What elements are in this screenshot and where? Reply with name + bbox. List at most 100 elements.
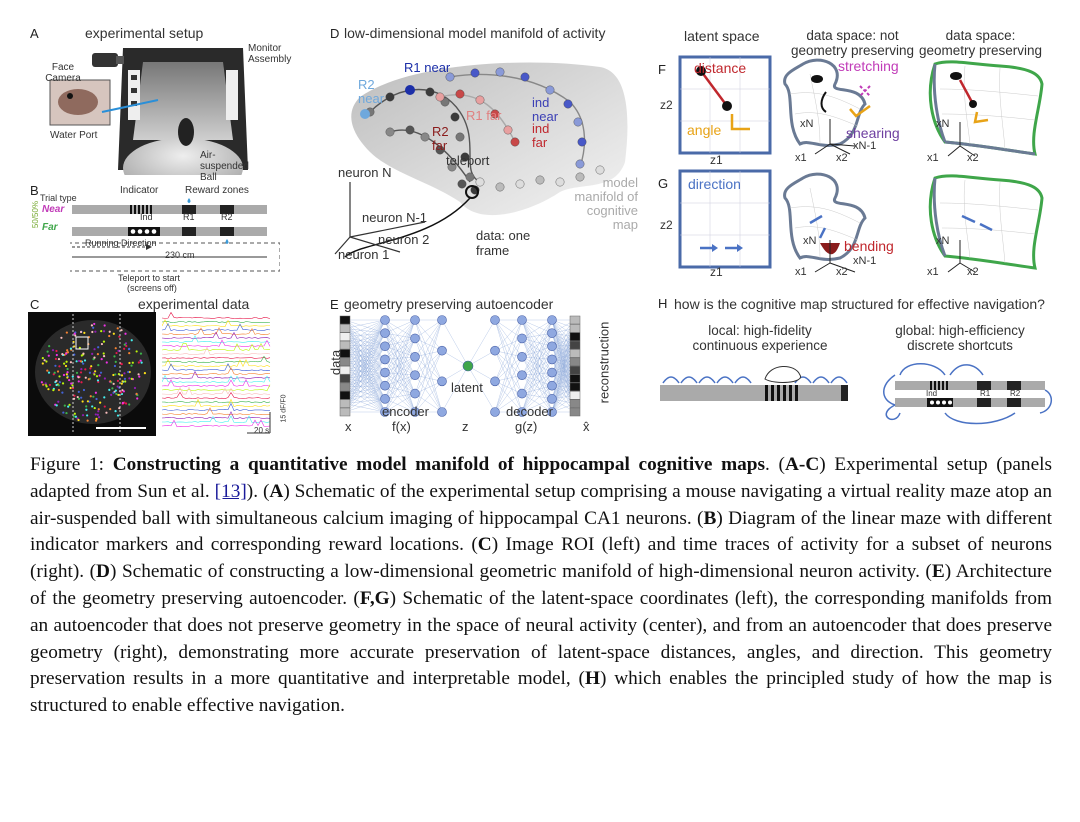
caption-text: ) Experimental setup (panels adapted fro… bbox=[30, 454, 1052, 502]
panel-h-title: how is the cognitive map structured for … bbox=[674, 296, 1045, 312]
caption-text: ) Diagram of the linear maze with differ… bbox=[30, 507, 1052, 556]
f-z1-label: z1 bbox=[710, 153, 723, 167]
xhat-label: x̂ bbox=[583, 419, 590, 434]
reward-zones-label: Reward zones bbox=[185, 185, 249, 196]
latent-label: latent bbox=[451, 380, 483, 395]
caption-ref-h: H bbox=[584, 668, 600, 690]
stretching-label: stretching bbox=[838, 58, 899, 74]
panel-d-title: low-dimensional model manifold of activi… bbox=[344, 25, 606, 41]
panel-letter-f: F bbox=[658, 62, 666, 77]
panel-letter-c: C bbox=[30, 297, 40, 312]
latent-space-title: latent space bbox=[684, 28, 760, 44]
b-r1-label: R1 bbox=[183, 212, 195, 222]
manifold-schematic bbox=[334, 62, 628, 258]
indicator-label: Indicator bbox=[120, 185, 159, 196]
h-ind-label: Ind bbox=[926, 389, 938, 398]
f-xn1-label: xN-1 bbox=[853, 140, 877, 152]
teleport-label: teleport bbox=[446, 153, 490, 168]
data-label: data bbox=[328, 349, 344, 376]
trial-type-label: Trial type bbox=[40, 193, 77, 203]
caption-text: ). ( bbox=[246, 480, 270, 502]
g-xn-label: xN bbox=[803, 235, 817, 247]
caption-ref-c: C bbox=[477, 534, 492, 556]
h-r1-label: R1 bbox=[980, 389, 991, 398]
autoencoder-diagram bbox=[339, 315, 581, 417]
g-x1-label: x1 bbox=[795, 266, 807, 278]
f-xn-label: xN bbox=[800, 118, 814, 130]
percent-label: 50/50% bbox=[31, 200, 41, 229]
encoder-label: encoder bbox=[382, 404, 429, 419]
r2-near-label: R2 near bbox=[358, 77, 385, 106]
z-label: z bbox=[462, 419, 469, 434]
f-x1-label: x1 bbox=[795, 152, 807, 164]
f-z2-label: z2 bbox=[660, 98, 673, 112]
shearing-label: shearing bbox=[846, 125, 900, 141]
neuron-n1-label: neuron N-1 bbox=[362, 210, 428, 225]
citation-link[interactable]: [13] bbox=[214, 480, 247, 502]
linear-maze-diagram bbox=[70, 198, 280, 272]
data-space-np-title: data space: not geometry preserving bbox=[790, 28, 915, 58]
decoder-label: decoder bbox=[506, 404, 553, 419]
b-ind-label: Ind bbox=[140, 212, 153, 222]
b-r2-label: R2 bbox=[221, 212, 233, 222]
figure-1: A experimental setup Face Camera Monitor… bbox=[28, 25, 1052, 436]
x-label: x bbox=[345, 419, 352, 434]
monitor-assembly-label: Monitor Assembly bbox=[248, 43, 292, 65]
panel-letter-b: B bbox=[30, 183, 39, 198]
panel-h-graphics bbox=[660, 363, 1052, 425]
roi-image bbox=[28, 312, 156, 436]
caption-text: ) Schematic of the latent-space coordina… bbox=[30, 587, 1052, 690]
data-frame-label: data: one frame bbox=[476, 228, 531, 258]
scale-time-label: 20 s bbox=[254, 426, 270, 435]
far-label: Far bbox=[42, 222, 58, 233]
water-port-label: Water Port bbox=[50, 130, 98, 141]
f-x2-label: x2 bbox=[836, 152, 848, 164]
caption-text: ) which enables the principled study of … bbox=[30, 668, 1052, 717]
panel-letter-d: D bbox=[330, 26, 340, 41]
g-gp-x1-label: x1 bbox=[927, 266, 939, 278]
angle-label: angle bbox=[687, 122, 722, 138]
face-camera-label: Face Camera bbox=[45, 62, 81, 84]
caption-text: ) Schematic of constructing a low-dimens… bbox=[109, 561, 932, 583]
caption-ref-b: B bbox=[703, 507, 717, 529]
caption-text: ) Architecture of the geometry preservin… bbox=[30, 561, 1052, 609]
g-z1-label: z1 bbox=[710, 265, 723, 279]
bending-label: bending bbox=[844, 238, 894, 254]
ind-far-label: ind far bbox=[532, 121, 550, 150]
screens-off-label: (screens off) bbox=[127, 283, 177, 293]
panel-c-title: experimental data bbox=[138, 296, 250, 312]
panel-f-graphics bbox=[678, 55, 1044, 157]
experimental-setup-illustration bbox=[49, 48, 248, 175]
near-label: Near bbox=[42, 204, 65, 215]
r1-near-label: R1 near bbox=[404, 60, 451, 75]
r1-far-label: R1 far bbox=[466, 108, 502, 123]
distance-label: distance bbox=[694, 60, 747, 76]
figure-caption: Figure 1: Constructing a quantitative mo… bbox=[30, 452, 1052, 720]
f-gp-x1-label: x1 bbox=[927, 152, 939, 164]
gz-label: g(z) bbox=[515, 419, 538, 434]
caption-ref-d: D bbox=[96, 561, 110, 583]
caption-ref-e: E bbox=[931, 561, 945, 583]
panel-a-title: experimental setup bbox=[85, 25, 204, 41]
fx-label: f(x) bbox=[392, 419, 411, 434]
activity-traces bbox=[162, 312, 272, 436]
panel-letter-g: G bbox=[658, 176, 669, 191]
r2-far-label: R2 far bbox=[432, 124, 449, 153]
model-manifold-label: model manifold of cognitive map bbox=[574, 175, 638, 232]
g-xn1-label: xN-1 bbox=[853, 255, 877, 267]
f-gp-xn-label: xN bbox=[936, 118, 950, 130]
global-label: global: high-efficiency discrete shortcu… bbox=[895, 323, 1025, 353]
data-space-gp-title: data space: geometry preserving bbox=[918, 28, 1043, 58]
panel-letter-e: E bbox=[330, 297, 339, 312]
g-x2-label: x2 bbox=[836, 266, 848, 278]
direction-label: direction bbox=[688, 176, 741, 192]
caption-title: Constructing a quantitative model manifo… bbox=[112, 454, 766, 475]
caption-ref-fg: F,G bbox=[359, 587, 390, 609]
g-gp-xn-label: xN bbox=[936, 235, 950, 247]
panel-g-graphics bbox=[678, 169, 1044, 273]
panel-e-title: geometry preserving autoencoder bbox=[344, 296, 554, 312]
caption-ref-a: A bbox=[269, 480, 284, 502]
scale-df-label: 15 dF/F0 bbox=[280, 394, 288, 423]
caption-ref-ac: A-C bbox=[784, 454, 820, 475]
g-z2-label: z2 bbox=[660, 218, 673, 232]
